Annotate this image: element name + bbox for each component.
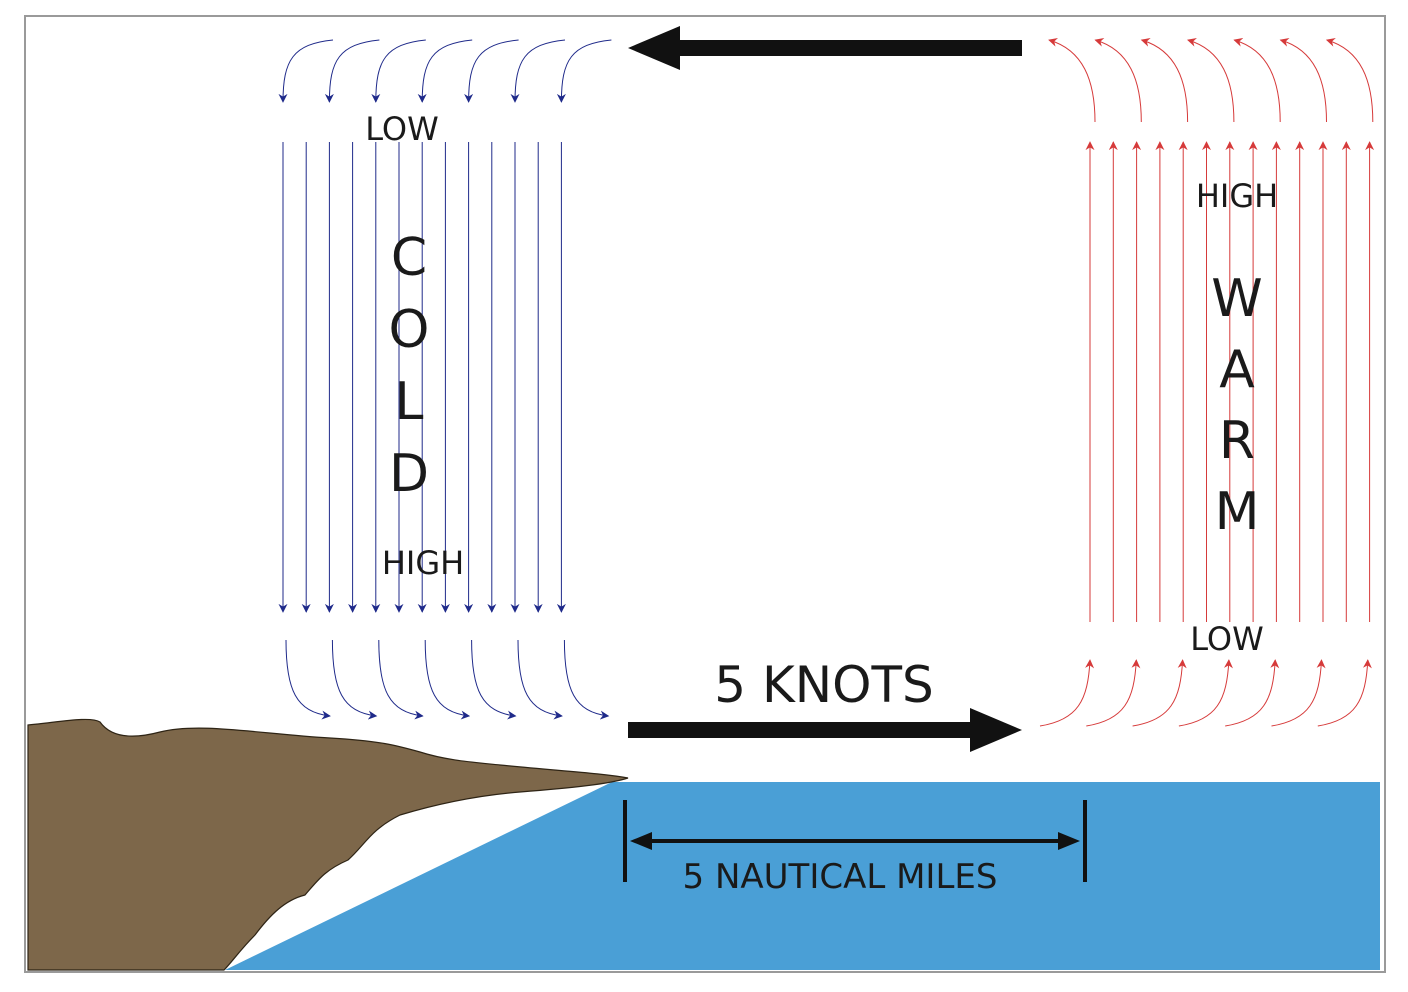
wind-speed-label: 5 KNOTS [714, 656, 934, 714]
cold-bottom-curl [424, 639, 471, 720]
cold-air-top-curls [278, 39, 612, 103]
distance-dimension [623, 800, 1087, 882]
cold-top-curl [371, 39, 426, 103]
word-letter: O [389, 300, 430, 360]
warm-air-bottom-curls [1039, 659, 1372, 727]
sea [225, 782, 1380, 970]
warm-top-curl [1325, 37, 1374, 123]
warm-bottom-curl [1086, 659, 1141, 727]
cold-air-descending-lines [278, 142, 566, 613]
warm-bottom-curl [1317, 659, 1372, 727]
distance-label: 5 NAUTICAL MILES [683, 857, 998, 897]
warm-bottom-curl [1039, 659, 1095, 727]
warm-bottom-curl [1132, 659, 1187, 727]
cold-bottom-curl [378, 639, 424, 720]
cold-bottom-pressure-label: HIGH [382, 544, 464, 582]
word-letter: R [1219, 411, 1255, 471]
warm-air-top-curls [1048, 37, 1374, 123]
return-flow-arrow [628, 26, 1022, 70]
warm-bottom-curl [1178, 659, 1233, 727]
word-letter: M [1215, 482, 1260, 542]
cold-bottom-curl [471, 639, 517, 720]
cold-bottom-curl [517, 639, 563, 720]
word-letter: C [391, 228, 427, 288]
warm-bottom-curl [1271, 659, 1326, 727]
frame [24, 15, 1386, 973]
word-letter: W [1211, 269, 1262, 329]
warm-top-curl [1233, 37, 1281, 123]
cold-bottom-curl [331, 639, 378, 720]
word-letter: A [1219, 340, 1255, 400]
cold-top-curl [324, 39, 380, 103]
sea-breeze-arrow [628, 708, 1022, 752]
cold-top-pressure-label: LOW [365, 110, 439, 148]
cold-top-curl [464, 39, 519, 103]
warm-bottom-curl [1225, 659, 1280, 727]
cold-bottom-curl [285, 639, 331, 720]
cold-air-bottom-curls [285, 639, 610, 720]
warm-top-curl [1048, 37, 1096, 123]
cold-top-curl [417, 39, 473, 103]
warm-top-curl [1140, 37, 1189, 123]
warm-top-curl [1094, 37, 1142, 123]
warm-top-curl [1279, 37, 1327, 123]
cold-top-curl [278, 39, 334, 103]
warm-bottom-pressure-label: LOW [1190, 620, 1264, 658]
cold-bottom-curl [563, 639, 610, 720]
warm-air-rising-lines [1085, 141, 1375, 622]
word-letter: L [395, 372, 424, 432]
word-letter: D [389, 444, 429, 504]
cold-top-curl [510, 39, 566, 103]
cold-top-curl [556, 39, 612, 103]
warm-top-pressure-label: HIGH [1196, 177, 1278, 215]
warm-top-curl [1187, 37, 1235, 123]
land-cliff [27, 718, 629, 971]
